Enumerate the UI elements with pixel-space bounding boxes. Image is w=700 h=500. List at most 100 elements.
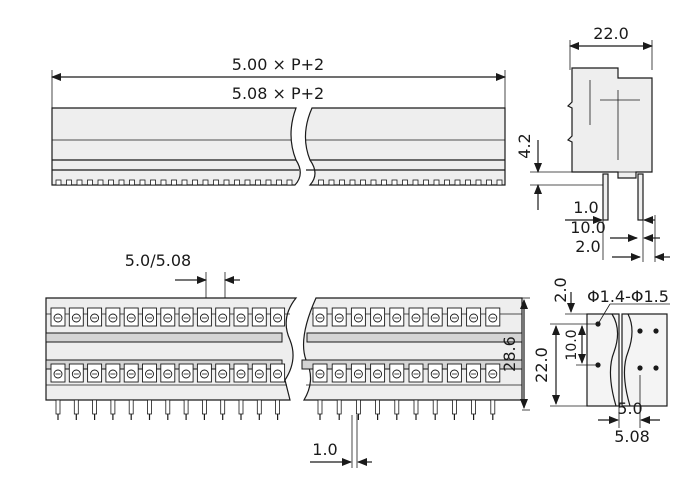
front-tooth	[486, 179, 492, 186]
terminal-pin	[73, 399, 79, 415]
terminal-screw	[334, 369, 344, 379]
terminal-cell	[142, 307, 157, 327]
terminal-screw	[411, 369, 421, 379]
plan-pins	[55, 399, 496, 420]
front-tooth	[66, 179, 72, 186]
terminal-screw	[126, 369, 136, 379]
terminal-cell	[350, 363, 366, 383]
terminal-cell	[178, 363, 194, 383]
terminal-cell	[370, 363, 386, 383]
hole-pattern-view: 2.0 Φ1.4-Φ1.5 22.0 10.0 5.0 5.08	[532, 277, 670, 446]
side-pin-1-label: 1.0	[573, 198, 598, 217]
hole-height-22-label: 22.0	[532, 347, 551, 383]
terminal-cell	[123, 307, 139, 327]
terminal-pin	[110, 399, 116, 415]
terminal-screw	[334, 313, 344, 323]
front-tooth	[129, 179, 135, 186]
front-tooth	[402, 179, 408, 186]
terminal-pin	[165, 399, 171, 415]
terminal-cell	[160, 363, 176, 383]
terminal-cell	[68, 307, 84, 327]
front-tooth	[423, 179, 429, 186]
terminal-screw	[145, 369, 154, 379]
front-tooth	[192, 179, 198, 186]
terminal-pin	[394, 399, 400, 415]
terminal-cell	[68, 363, 84, 383]
terminal-cell	[123, 363, 139, 383]
terminal-cell	[251, 307, 267, 327]
front-teeth	[55, 179, 503, 186]
front-tooth	[465, 179, 471, 186]
terminal-pin	[451, 399, 457, 415]
terminal-screw	[469, 369, 479, 379]
terminal-screw	[449, 369, 459, 379]
terminal-screw	[181, 369, 191, 379]
height-28-label: 28.6	[500, 336, 519, 372]
terminal-pin	[317, 399, 323, 415]
terminal-screw	[108, 369, 118, 379]
hole-pad-left	[586, 313, 620, 407]
front-tooth	[87, 179, 93, 186]
terminal-cell	[485, 363, 501, 383]
side-body	[566, 67, 653, 179]
front-tooth	[171, 179, 177, 186]
terminal-cell	[105, 363, 121, 383]
terminal-pin	[183, 399, 189, 415]
hole-2-label: 2.0	[551, 277, 570, 302]
terminal-screw	[108, 313, 118, 323]
terminal-screw	[411, 313, 421, 323]
terminal-screw	[163, 369, 173, 379]
terminal-screw	[90, 313, 100, 323]
side-pin-2-label: 2.0	[575, 237, 600, 256]
terminal-cell	[427, 363, 443, 383]
front-tooth	[318, 179, 324, 186]
front-tooth	[286, 179, 293, 186]
front-tooth	[349, 179, 356, 186]
terminal-screw	[315, 369, 325, 379]
front-tooth	[339, 179, 345, 186]
front-tooth	[150, 179, 156, 186]
hole-pitch-508-label: 5.08	[614, 427, 650, 446]
side-pin-10-label: 10.0	[570, 218, 606, 237]
terminal-cell	[270, 363, 286, 383]
terminal-cell	[331, 307, 347, 327]
pin-width-label: 1.0	[312, 440, 337, 459]
side-view: 22.0 4.2 1.0 10.0 2.0	[515, 24, 670, 262]
front-tooth	[160, 179, 167, 186]
front-tooth	[360, 179, 366, 186]
front-tooth	[181, 179, 188, 186]
terminal-cell	[389, 363, 405, 383]
terminal-screw	[218, 369, 228, 379]
terminal-screw	[373, 313, 383, 323]
front-tooth	[213, 179, 219, 186]
hole-5	[637, 365, 643, 371]
plan-terminals	[50, 307, 501, 383]
terminal-screw	[126, 313, 136, 323]
front-tooth	[223, 179, 230, 186]
terminal-cell	[50, 363, 66, 383]
terminal-pin	[55, 399, 61, 415]
front-tooth	[244, 179, 251, 186]
terminal-cell	[87, 363, 103, 383]
terminal-screw	[488, 369, 498, 379]
terminal-screw	[353, 369, 363, 379]
terminal-cell	[370, 307, 386, 327]
terminal-pin	[238, 399, 244, 415]
terminal-screw	[145, 313, 154, 323]
terminal-screw	[430, 313, 440, 323]
side-pin-right	[637, 173, 644, 221]
pitch-label: 5.0/5.08	[125, 251, 191, 270]
front-tooth	[370, 179, 377, 186]
front-tooth	[139, 179, 146, 186]
front-tooth	[412, 179, 419, 186]
side-width-label: 22.0	[593, 24, 629, 43]
front-tooth	[433, 179, 440, 186]
terminal-screw	[488, 313, 498, 323]
terminal-cell	[427, 307, 443, 327]
terminal-pin	[432, 399, 438, 415]
front-tooth	[234, 179, 240, 186]
terminal-cell	[105, 307, 121, 327]
side-step-label: 4.2	[515, 133, 534, 158]
terminal-cell	[331, 363, 347, 383]
